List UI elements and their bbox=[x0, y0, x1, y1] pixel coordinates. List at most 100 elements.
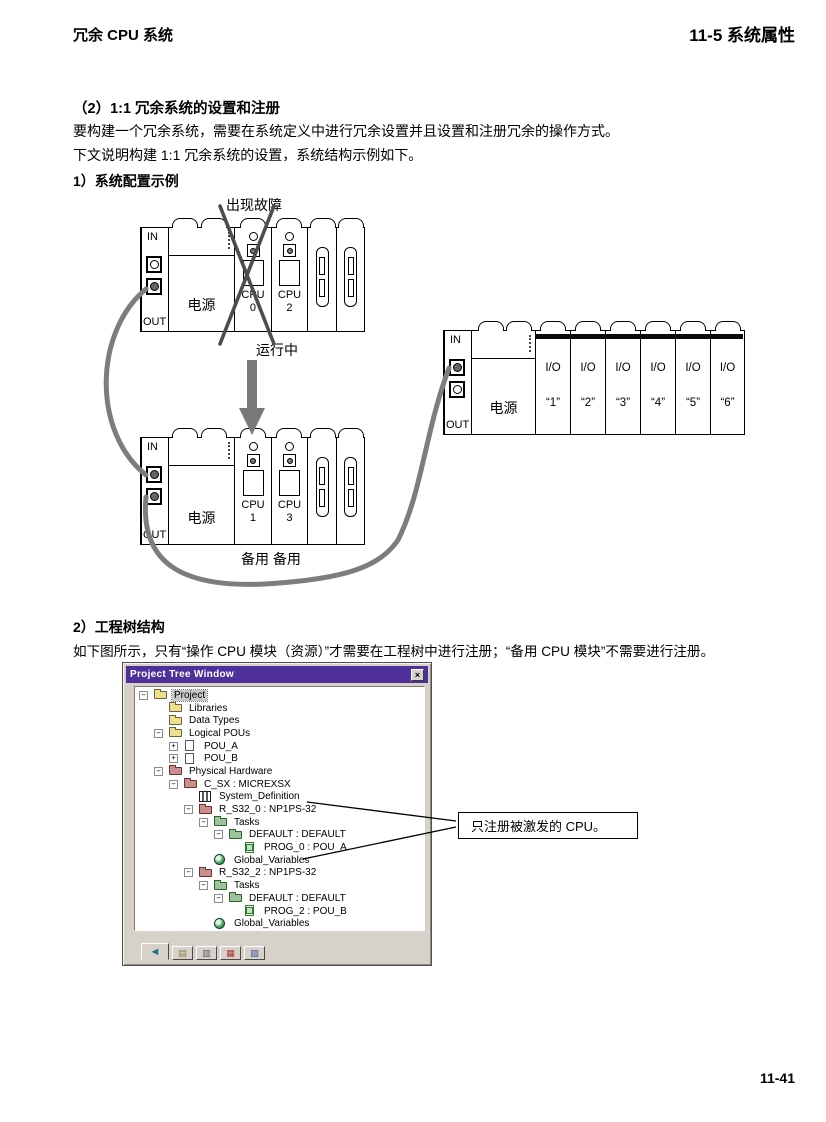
tasks-folder-icon bbox=[214, 879, 228, 892]
expander-plus-icon: + bbox=[169, 741, 178, 751]
cpu-module-3: CPU 3 bbox=[271, 438, 307, 544]
rack-tab bbox=[172, 218, 198, 228]
subsection-heading: 2）工程树结构 bbox=[73, 619, 165, 635]
in-label: IN bbox=[147, 441, 158, 453]
pou-document-icon bbox=[184, 740, 198, 752]
io-module-1: I/O “1” bbox=[535, 331, 570, 434]
io-label: I/O bbox=[545, 362, 561, 374]
body-paragraph: 下文说明构建 1:1 冗余系统的设置，系统结构示例如下。 bbox=[73, 147, 423, 163]
rack-tab bbox=[201, 428, 227, 438]
tree-item-label: Data Types bbox=[189, 715, 240, 727]
task-folder-icon bbox=[229, 828, 243, 841]
expander-minus-icon: − bbox=[199, 881, 208, 891]
power-label: 电源 bbox=[187, 297, 216, 313]
tree-item-label: Tasks bbox=[234, 880, 260, 892]
power-io-strip: IN OUT bbox=[141, 438, 168, 544]
io-label: I/O bbox=[615, 362, 631, 374]
tree-item-label: DEFAULT : DEFAULT bbox=[249, 829, 346, 841]
tree-row: PROG_2 : POU_B bbox=[137, 905, 424, 918]
power-label: 电源 bbox=[489, 400, 518, 416]
tree-row: + POU_A bbox=[137, 740, 424, 753]
tab-pou-view: ▤ bbox=[172, 946, 193, 960]
io-number: “6” bbox=[720, 397, 735, 409]
callout-box: 只注册被激发的 CPU。 bbox=[458, 812, 638, 839]
rack-tab bbox=[715, 321, 741, 331]
tree-row: −Logical POUs bbox=[137, 727, 424, 740]
body-paragraph: 如下图所示，只有“操作 CPU 模块（资源）”才需要在工程树中进行注册；“备用 … bbox=[73, 644, 715, 659]
rack-tab bbox=[645, 321, 671, 331]
global-variables-icon bbox=[214, 854, 228, 866]
expander-minus-icon: − bbox=[139, 690, 148, 700]
folder-icon bbox=[169, 727, 183, 739]
io-label: I/O bbox=[650, 362, 666, 374]
cable-connector bbox=[449, 359, 465, 376]
standby-label: 备用 备用 bbox=[241, 551, 301, 567]
tree-row: −DEFAULT : DEFAULT bbox=[137, 828, 424, 842]
page-number: 11-41 bbox=[759, 1070, 795, 1086]
expander-minus-icon: − bbox=[199, 817, 208, 827]
rack-standby: IN OUT 电源 CPU 1 CPU 3 bbox=[140, 428, 365, 545]
tree-item-label: Logical POUs bbox=[189, 727, 251, 739]
tree-item-label: PROG_2 : POU_B bbox=[264, 905, 347, 917]
cpu-led-icon bbox=[248, 442, 258, 451]
tab-project-view: ▧ bbox=[244, 946, 265, 960]
cpu-slot bbox=[279, 470, 300, 496]
cpu-connector-icon bbox=[246, 244, 260, 257]
expansion-module bbox=[336, 228, 364, 331]
cpu-label: CPU 0 bbox=[241, 289, 265, 315]
tree-item-label: DEFAULT : DEFAULT bbox=[249, 892, 346, 904]
tab-hardware-view: ▦ bbox=[220, 946, 241, 960]
program-document-icon bbox=[244, 905, 258, 917]
out-label: OUT bbox=[446, 419, 470, 431]
arrow-left-icon: ◄ bbox=[149, 945, 161, 958]
rack-tab bbox=[172, 428, 198, 438]
running-head-left: 冗余 CPU 系统 bbox=[73, 27, 174, 44]
folder-icon bbox=[154, 689, 168, 701]
expansion-module bbox=[307, 228, 336, 331]
tree-row: −C_SX : MICREXSX bbox=[137, 778, 424, 791]
resource-folder-icon bbox=[199, 803, 213, 816]
io-label: I/O bbox=[580, 362, 596, 374]
tree-item-label: Physical Hardware bbox=[189, 765, 273, 777]
close-icon: × bbox=[411, 668, 424, 681]
power-module: 电源 bbox=[168, 438, 234, 544]
document-icon: ▤ bbox=[178, 947, 187, 958]
tab-navigate: ◄ bbox=[141, 943, 169, 960]
task-folder-icon bbox=[229, 892, 243, 904]
rack-tab bbox=[540, 321, 566, 331]
hardware-folder-icon bbox=[169, 765, 183, 777]
running-head-right: 11-5 系统属性 bbox=[689, 26, 795, 45]
tree-item-label: Project bbox=[170, 688, 209, 702]
io-number: “2” bbox=[580, 397, 596, 409]
cpu-label: CPU 1 bbox=[241, 499, 265, 525]
pou-document-icon bbox=[184, 752, 198, 765]
tree-item-label: POU_B bbox=[204, 753, 238, 765]
tree-row: System_Definition bbox=[137, 790, 424, 804]
tree-row: +POU_B bbox=[137, 752, 424, 765]
window-title-bar: Project Tree Window × bbox=[126, 666, 428, 683]
rack-tab bbox=[240, 428, 266, 438]
cpu-slot bbox=[242, 470, 264, 496]
card-slot-icon bbox=[315, 247, 329, 307]
cpu-connector-icon bbox=[283, 244, 296, 257]
card-slot-icon bbox=[344, 247, 357, 307]
expander-minus-icon: − bbox=[214, 893, 223, 903]
power-io-strip: IN OUT bbox=[141, 228, 168, 331]
cpu-connector-icon bbox=[246, 454, 260, 467]
tree-row: PROG_0 : POU_A bbox=[137, 841, 424, 854]
io-module-4: I/O “4” bbox=[640, 331, 675, 434]
out-label: OUT bbox=[143, 529, 167, 541]
io-number: “3” bbox=[615, 397, 631, 409]
expansion-module bbox=[336, 438, 364, 544]
rack-tab bbox=[338, 428, 364, 438]
power-module: 电源 bbox=[471, 331, 535, 434]
power-label: 电源 bbox=[187, 510, 216, 526]
io-module-2: I/O “2” bbox=[570, 331, 605, 434]
tree-row: −R_S32_2 : NP1PS-32 bbox=[137, 866, 424, 880]
tree-row: Data Types bbox=[137, 714, 424, 727]
expander-minus-icon: − bbox=[154, 766, 163, 776]
tree-item-label: POU_A bbox=[204, 740, 238, 752]
tree-row: − Project bbox=[137, 688, 424, 702]
tree-item-label: C_SX : MICREXSX bbox=[204, 778, 291, 790]
fault-label: 出现故障 bbox=[226, 197, 282, 213]
